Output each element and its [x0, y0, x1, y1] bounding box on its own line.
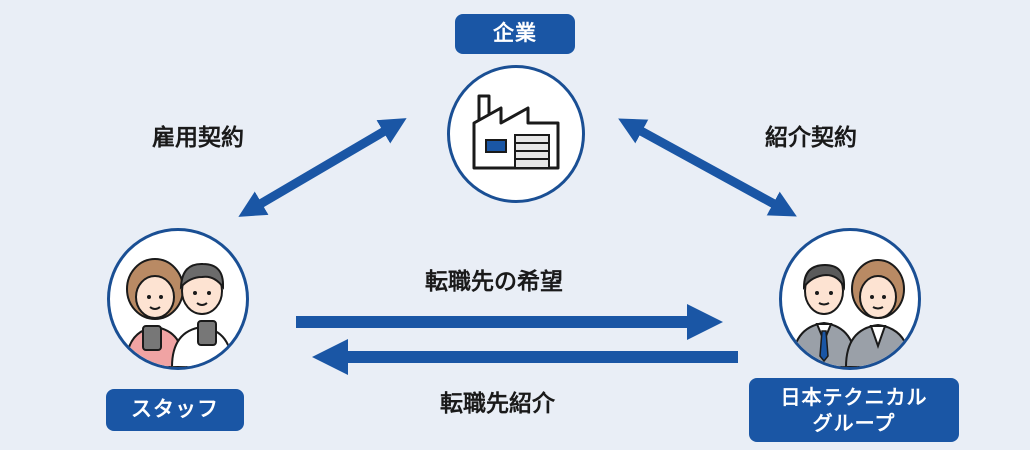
- referral-contract-label: 紹介契約: [765, 125, 857, 151]
- agency-circle: [779, 228, 921, 370]
- referral-contract-arrow: [618, 118, 797, 217]
- staff-people-icon: [124, 258, 234, 367]
- factory-icon: [472, 94, 560, 170]
- staff-badge: スタッフ: [106, 389, 244, 431]
- company-badge: 企業: [455, 14, 575, 54]
- agency-staff-icon: [790, 259, 912, 367]
- staff-circle: [107, 228, 249, 370]
- job-wish-label: 転職先の希望: [425, 269, 563, 295]
- company-circle: [447, 65, 585, 203]
- agency-badge: 日本テクニカル グループ: [749, 378, 959, 442]
- job-intro-label: 転職先紹介: [440, 391, 555, 417]
- employment-arrow: [238, 118, 407, 217]
- employment-contract-label: 雇用契約: [152, 125, 244, 151]
